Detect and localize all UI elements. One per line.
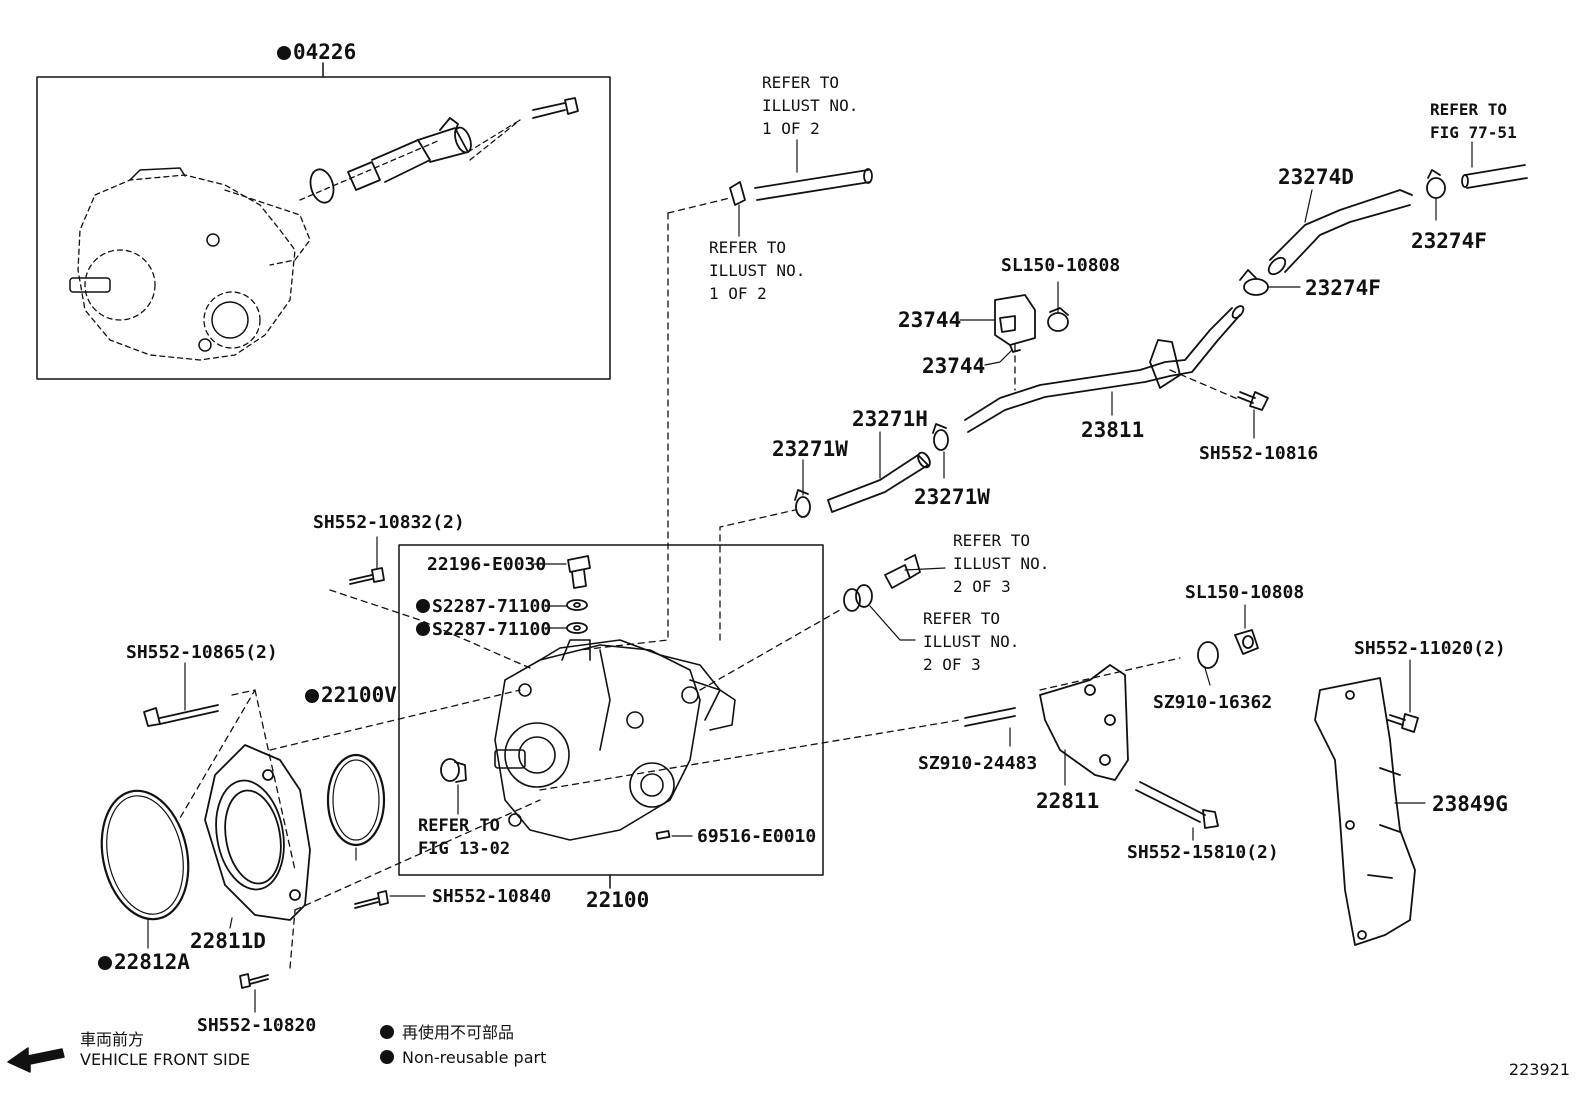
inset-valve [347,117,472,191]
clamps-23271W [794,423,949,518]
label-04226[interactable]: 04226 [277,40,356,64]
label-s2287-71100-b[interactable]: S2287-71100 [416,619,551,640]
o-ring-22812A [100,789,190,921]
label-23271H[interactable]: 23271H [852,407,928,431]
stud-sz910-24483 [964,707,1016,727]
label-sh552-10820[interactable]: SH552-10820 [197,1015,317,1036]
label-22196-e0030[interactable]: 22196-E0030 [427,554,547,575]
label-sh552-15810[interactable]: SH552-15810(2) [1127,842,1279,863]
label-69516-e0010[interactable]: 69516-E0010 [697,826,817,847]
bracket-22811 [1039,664,1129,781]
ref-illust-2of3-upper[interactable]: REFER TO ILLUST NO. 2 OF 3 [953,531,1050,596]
label-sl150-10808-top[interactable]: SL150-10808 [1001,255,1121,276]
o-ring-22100V [326,753,386,847]
label-22812A[interactable]: 22812A [98,950,190,974]
legend-nonreusable-en: Non-reusable part [402,1048,547,1067]
bolt-sh552-10820 [239,973,269,989]
label-23811[interactable]: 23811 [1081,418,1145,442]
pipe-23811 [964,305,1245,433]
non-reusable-dot-icon [416,622,430,636]
ref-illust-1of2-bottom[interactable]: REFER TO ILLUST NO. 1 OF 2 [709,238,806,303]
inset-pump-solid [69,167,249,352]
dashed-leaders [179,197,1241,969]
bolt-sh552-10816 [1237,391,1269,411]
label-23744-lower[interactable]: 23744 [922,354,986,378]
label-sh552-10816[interactable]: SH552-10816 [1199,443,1319,464]
non-reusable-dot-icon [305,689,319,703]
fitting-22196 [566,555,591,634]
pipe-fig7751 [1461,164,1528,189]
label-sz910-24483[interactable]: SZ910-24483 [918,753,1038,774]
washers-ref2of3-lower [843,584,873,612]
label-sz910-16362[interactable]: SZ910-16362 [1153,692,1273,713]
washer-sz910-16362 [1197,641,1219,669]
bolt-sh552-10865 [143,704,219,727]
hose-top-ref1of2 [729,168,873,206]
label-sh552-10832[interactable]: SH552-10832(2) [313,512,465,533]
nut-fig1302 [440,758,467,783]
non-reusable-dot-icon [98,956,112,970]
label-23274F-right[interactable]: 23274F [1411,229,1487,253]
non-reusable-dot-icon [380,1050,394,1064]
flange-22811D [204,744,311,921]
label-23274D[interactable]: 23274D [1278,165,1354,189]
non-reusable-dot-icon [380,1025,394,1039]
ref-fig-77-51[interactable]: REFER TO FIG 77-51 [1430,100,1517,142]
ref-illust-1of2-top[interactable]: REFER TO ILLUST NO. 1 OF 2 [762,73,859,138]
label-23744-upper[interactable]: 23744 [898,308,962,332]
studs-23849G [1367,767,1401,879]
legend-front-en: VEHICLE FRONT SIDE [80,1050,251,1069]
label-sh552-11020[interactable]: SH552-11020(2) [1354,638,1506,659]
bracket-23744 [994,294,1036,353]
solid-leaders [147,139,1473,1013]
label-23271W-right[interactable]: 23271W [914,485,990,509]
inset-bolt [532,97,579,119]
bolt-sh552-10840 [354,890,389,909]
legend-front-jp: 車両前方 [80,1030,145,1049]
label-23274F-left[interactable]: 23274F [1305,276,1381,300]
nut-sl150-right [1234,629,1259,655]
legend-vehicle-front: 車両前方 VEHICLE FRONT SIDE [80,1030,250,1070]
inset-o-ring [309,168,335,204]
pin-69516 [655,830,671,840]
label-sh552-10840[interactable]: SH552-10840 [432,886,552,907]
main-box-22100 [398,544,824,876]
label-23271W-left[interactable]: 23271W [772,437,848,461]
bolt-sh552-11020 [1387,713,1419,733]
label-23849G[interactable]: 23849G [1432,792,1508,816]
fitting-ref2of3-upper [884,554,921,589]
bolt-sh552-10832 [349,567,385,585]
legend-non-reusable: 再使用不可部品 Non-reusable part [380,1023,546,1068]
figure-id: 223921 [1508,1060,1570,1079]
inset-box-04226 [36,76,611,380]
non-reusable-dot-icon [416,599,430,613]
hose-23271H [827,451,931,513]
non-reusable-dot-icon [277,46,291,60]
ref-illust-2of3-lower[interactable]: REFER TO ILLUST NO. 2 OF 3 [923,609,1020,674]
label-s2287-71100-a[interactable]: S2287-71100 [416,596,551,617]
bolt-sh552-15810 [1135,781,1219,829]
inset-pump-drawing [77,119,521,361]
main-pump-drawing [494,639,736,841]
nut-sl150-top [1047,307,1069,332]
ref-fig-13-02[interactable]: REFER TO FIG 13-02 [418,816,511,859]
vehicle-front-arrow-icon [7,1047,65,1073]
label-22100V[interactable]: 22100V [305,683,397,707]
label-sh552-10865[interactable]: SH552-10865(2) [126,642,278,663]
bracket-23849G [1314,677,1416,946]
label-22811D[interactable]: 22811D [190,929,266,953]
label-22811[interactable]: 22811 [1036,789,1100,813]
label-sl150-10808-right[interactable]: SL150-10808 [1185,582,1305,603]
label-22100[interactable]: 22100 [586,888,650,912]
hose-23274D [1267,189,1413,276]
legend-nonreusable-jp: 再使用不可部品 [402,1023,515,1042]
